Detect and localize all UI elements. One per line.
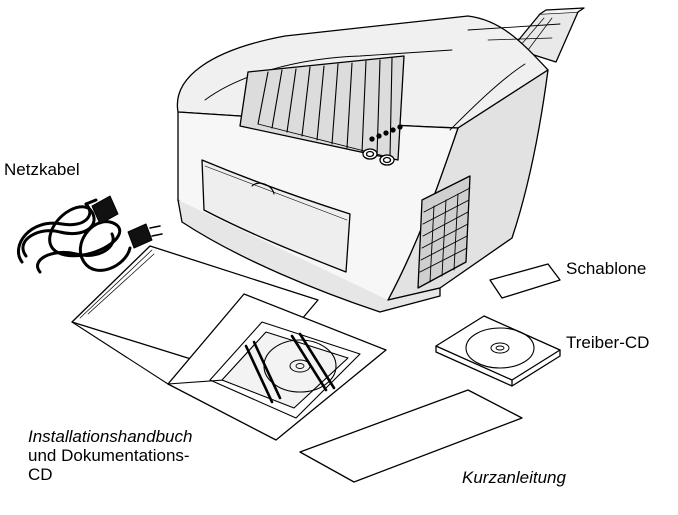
printer-icon: [176, 7, 585, 313]
quick-reference-card-icon: [299, 389, 523, 483]
driver-cd-label: Treiber-CD: [566, 333, 650, 352]
setup-guide-label-line2: und Dokumentations-: [28, 446, 190, 465]
setup-guide-booklet-icon: [71, 245, 387, 441]
template-icon: [489, 263, 561, 299]
power-cord-icon: [16, 195, 163, 274]
setup-guide-label-line1: Installationshandbuch: [28, 427, 193, 446]
setup-guide-label-line3: CD: [28, 465, 53, 484]
power-cord-label: Netzkabel: [4, 160, 80, 179]
quick-reference-label: Kurzanleitung: [462, 468, 566, 487]
template-label: Schablone: [566, 259, 647, 278]
driver-cd-icon: [435, 315, 561, 387]
